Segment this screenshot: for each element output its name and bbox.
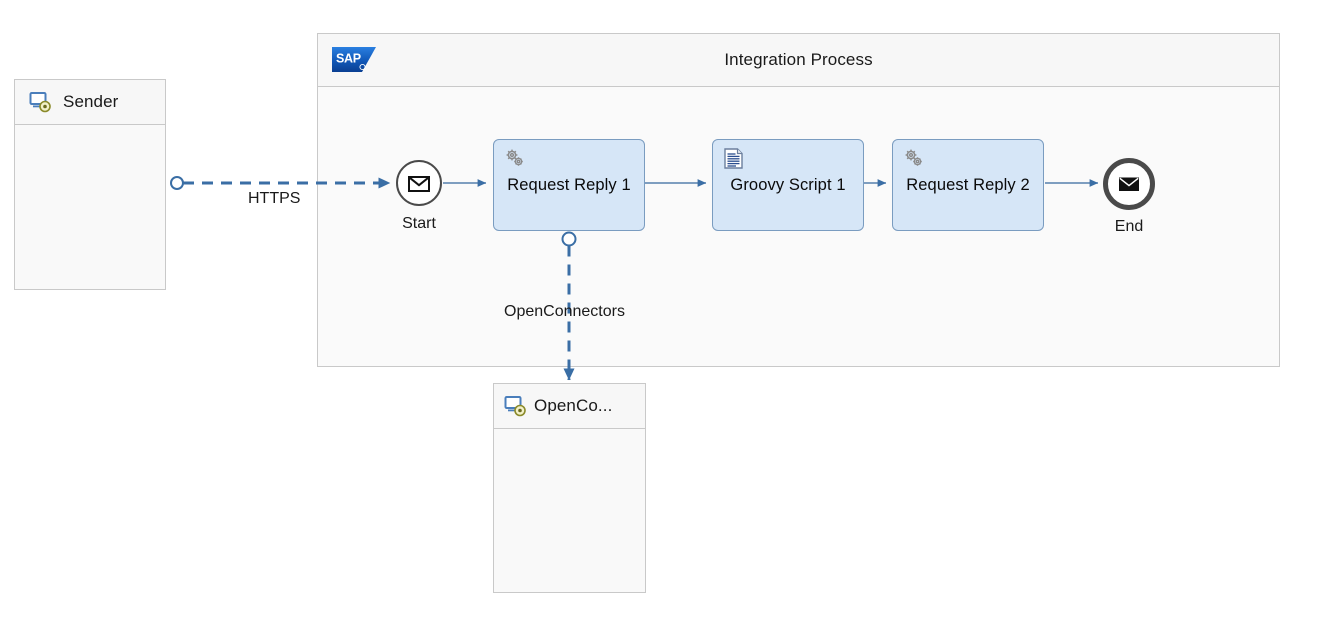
task-groovy-script-1[interactable]: Groovy Script 1 — [712, 139, 864, 231]
sender-participant-header: Sender — [15, 80, 165, 125]
sap-logo: SAP — [332, 47, 380, 72]
integration-process-header: SAP Integration Process — [318, 34, 1279, 87]
script-document-icon — [721, 146, 747, 172]
receiver-participant[interactable]: OpenCo... — [493, 383, 646, 593]
gears-icon — [502, 146, 528, 172]
gears-icon — [901, 146, 927, 172]
start-event-label: Start — [402, 215, 436, 232]
envelope-icon — [406, 170, 432, 196]
task-request-reply-2-label: Request Reply 2 — [906, 175, 1030, 194]
envelope-icon — [1117, 172, 1141, 196]
svg-text:SAP: SAP — [336, 52, 361, 66]
end-event-label: End — [1114, 218, 1144, 235]
message-flow-openconnectors-label: OpenConnectors — [504, 303, 625, 320]
receiver-system-icon — [504, 395, 526, 417]
end-event[interactable] — [1103, 158, 1155, 210]
task-groovy-script-1-label: Groovy Script 1 — [730, 175, 846, 194]
sender-participant-title: Sender — [63, 92, 119, 111]
start-event[interactable] — [396, 160, 442, 206]
task-request-reply-1-label: Request Reply 1 — [507, 175, 631, 194]
task-request-reply-1[interactable]: Request Reply 1 — [493, 139, 645, 231]
receiver-participant-title: OpenCo... — [534, 396, 613, 415]
receiver-participant-header: OpenCo... — [494, 384, 645, 429]
task-request-reply-2[interactable]: Request Reply 2 — [892, 139, 1044, 231]
sender-system-icon — [29, 91, 51, 113]
message-flow-https-label: HTTPS — [248, 190, 301, 207]
sender-participant[interactable]: Sender — [14, 79, 166, 290]
receiver-participant-body — [494, 429, 645, 592]
sender-participant-body — [15, 125, 165, 289]
integration-process-title: Integration Process — [724, 50, 873, 69]
